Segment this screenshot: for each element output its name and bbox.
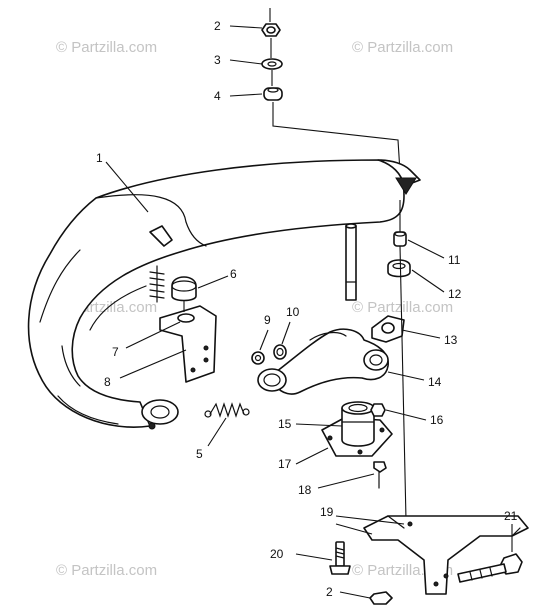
callout-10: 10: [286, 305, 300, 319]
callout-13: 13: [444, 333, 458, 347]
callout-18: 18: [298, 483, 312, 497]
nut-part-2-bottom: [369, 591, 393, 605]
mount-stud-line: [399, 245, 407, 521]
muffler-tab: [149, 225, 173, 247]
callout-1: 1: [96, 151, 103, 165]
callout-4: 4: [214, 89, 221, 103]
callout-14: 14: [428, 375, 442, 389]
watermark-top-left: © Partzilla.com: [56, 39, 157, 56]
bracket-hole-part-7: [177, 313, 195, 323]
grommet-part-4: [263, 87, 283, 101]
callout-labels: 2 3 4 1 6 7 8 5 9 10 11 12 13 14 15 16 1…: [96, 19, 518, 599]
callout-6: 6: [230, 267, 237, 281]
spring-part-5: [204, 402, 250, 418]
callout-12: 12: [448, 287, 462, 301]
muffler-part-1: [27, 159, 421, 430]
watermark-bottom-left: © Partzilla.com: [56, 562, 157, 579]
ring-part-10: [273, 344, 287, 360]
rubber-plug-part-6: [171, 276, 197, 302]
watermarks: © Partzilla.com © Partzilla.com © Partzi…: [56, 39, 453, 579]
callout-16: 16: [430, 413, 444, 427]
callout-3: 3: [214, 53, 221, 67]
callout-9: 9: [264, 313, 271, 327]
flange-part-15: [341, 401, 375, 447]
callout-11: 11: [448, 253, 461, 267]
callout-2-top: 2: [214, 19, 221, 33]
bolt-part-20: [329, 541, 351, 575]
lower-bracket-part-19: [363, 515, 529, 595]
callout-21: 21: [504, 509, 518, 523]
callout-20: 20: [270, 547, 284, 561]
leader-lines: [105, 25, 513, 599]
callout-19: 19: [320, 505, 334, 519]
gasket-part-13: [371, 315, 405, 343]
callout-17: 17: [278, 457, 292, 471]
pipe-stub: [345, 223, 357, 301]
callout-5: 5: [196, 447, 203, 461]
screw-part-18: [373, 461, 387, 489]
bushing-part-11: [393, 231, 407, 247]
spring-hook: [149, 265, 165, 303]
mount-bracket-part-8: [159, 300, 217, 383]
callout-8: 8: [104, 375, 111, 389]
callout-2-bottom: 2: [326, 585, 333, 599]
watermark-mid-right: © Partzilla.com: [352, 299, 453, 316]
nut-bore: [266, 26, 276, 34]
grommet-part-12: [387, 259, 411, 278]
washer-part-9: [251, 351, 265, 365]
top-hardware-stack: [261, 8, 401, 173]
callout-7: 7: [112, 345, 119, 359]
muffler-tip: [395, 177, 417, 195]
muffler-inlet: [141, 399, 179, 425]
washer-part-3: [261, 58, 283, 70]
nut-part-16: [370, 403, 386, 417]
callout-15: 15: [278, 417, 292, 431]
assembly-line-top: [272, 102, 401, 173]
watermark-top-right: © Partzilla.com: [352, 39, 453, 56]
exhaust-manifold-part-14: [257, 328, 389, 395]
bolt-part-21: [457, 553, 523, 583]
